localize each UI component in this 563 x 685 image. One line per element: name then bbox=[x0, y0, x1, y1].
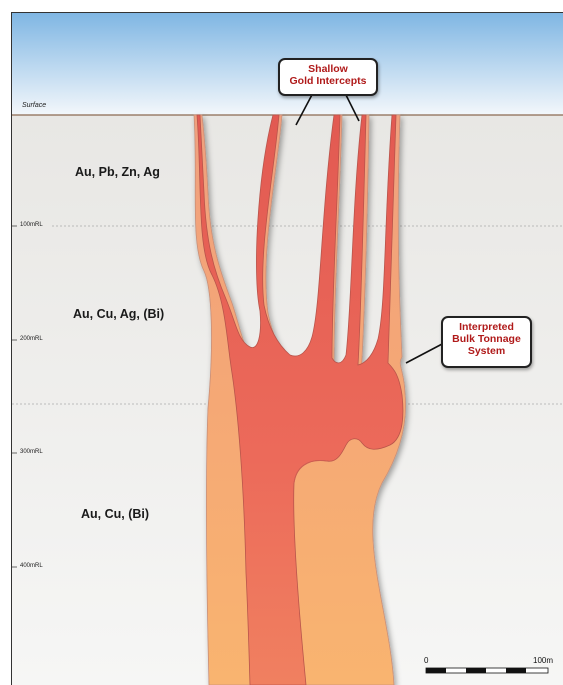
depth-label-100: 100mRL bbox=[20, 222, 43, 228]
callout-shallow-line-2: Gold Intercepts bbox=[286, 75, 370, 87]
callout-bulk-line-2: Bulk Tonnage bbox=[449, 333, 524, 345]
callout-bulk-line-3: System bbox=[449, 345, 524, 357]
depth-label-400: 400mRL bbox=[20, 563, 43, 569]
callout-bulk-tonnage-system: Interpreted Bulk Tonnage System bbox=[441, 316, 532, 368]
depth-label-300: 300mRL bbox=[20, 449, 43, 455]
scale-bar bbox=[426, 668, 548, 673]
cross-section-frame: Surface 100mRL 200mRL 300mRL 400mRL Au, … bbox=[11, 12, 563, 685]
callout-shallow-line-1: Shallow bbox=[286, 63, 370, 75]
zone-label-middle: Au, Cu, Ag, (Bi) bbox=[73, 307, 164, 321]
callout-bulk-line-1: Interpreted bbox=[449, 321, 524, 333]
surface-label: Surface bbox=[22, 102, 46, 109]
zone-label-upper: Au, Pb, Zn, Ag bbox=[75, 165, 160, 179]
zone-label-lower: Au, Cu, (Bi) bbox=[81, 507, 149, 521]
callout-shallow-gold-intercepts: Shallow Gold Intercepts bbox=[278, 58, 378, 96]
scale-label-end: 100m bbox=[533, 656, 553, 665]
scale-label-start: 0 bbox=[424, 656, 428, 665]
depth-label-200: 200mRL bbox=[20, 336, 43, 342]
